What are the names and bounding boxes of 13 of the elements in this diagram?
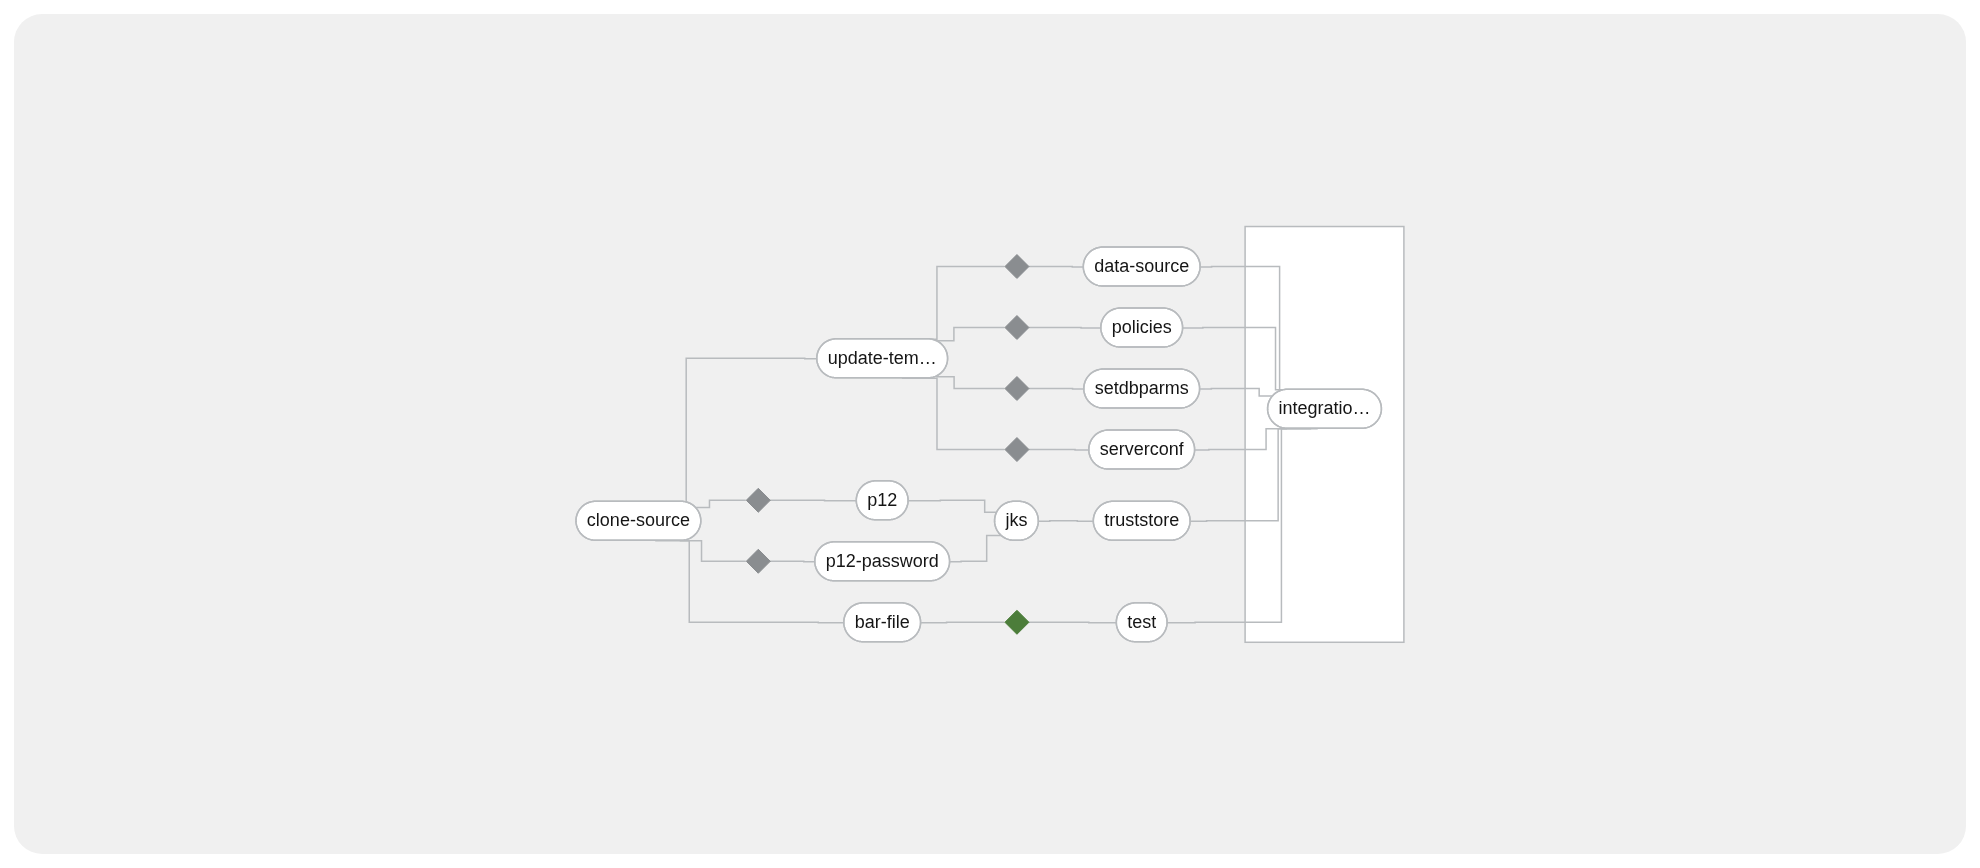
connector — [935, 375, 1006, 389]
cluster — [1244, 225, 1405, 643]
node-diamond — [1004, 253, 1030, 279]
node-diamond — [745, 548, 771, 574]
connector — [949, 534, 1003, 563]
node-diamond — [1004, 314, 1030, 340]
node-diamond — [1004, 436, 1030, 462]
connector — [1166, 427, 1319, 624]
connector — [920, 621, 1006, 624]
node-diamond — [1004, 375, 1030, 401]
connector — [694, 499, 747, 508]
node-diamond — [1004, 609, 1030, 635]
node-diamond — [745, 487, 771, 513]
